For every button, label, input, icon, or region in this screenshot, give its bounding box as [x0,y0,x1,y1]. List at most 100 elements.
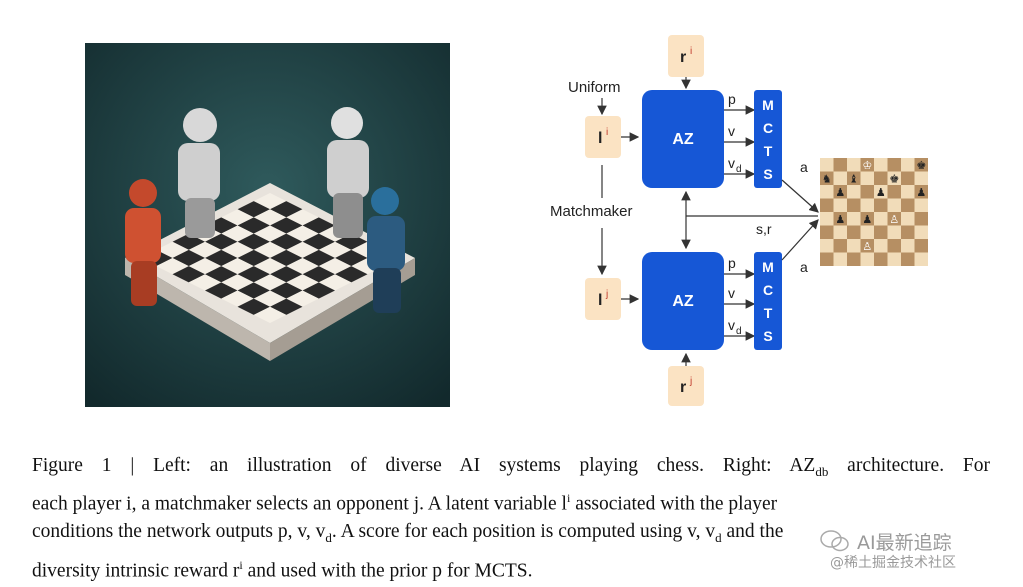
board-square [860,239,874,253]
board-square [914,198,928,212]
board-square [901,171,915,185]
board-square [833,171,847,185]
board-square [833,185,847,199]
board-square [820,171,834,185]
chess-piece: ♟ [835,186,845,199]
svg-text:s,r: s,r [756,221,772,237]
chess-robots-illustration [85,43,450,407]
board-square [820,158,834,172]
board-square [874,212,888,226]
mcts-bottom [754,252,782,350]
board-square [887,158,901,172]
board-square [820,252,834,266]
chess-piece: ♟ [876,186,886,199]
svg-text:T: T [764,143,773,159]
chess-piece: ♔ [862,159,872,172]
svg-text:C: C [763,120,773,136]
svg-text:C: C [763,282,773,298]
board-square [914,171,928,185]
watermark: AI最新追踪 @稀土掘金技术社区 [812,528,1017,580]
chess-piece: ♙ [862,240,872,253]
board-square [874,239,888,253]
svg-text:v: v [728,285,735,301]
robot-left-top [178,108,220,238]
svg-text:a: a [800,159,808,175]
board-square [887,171,901,185]
board-square [914,212,928,226]
board-square [901,158,915,172]
chess-piece: ♚ [916,159,926,172]
watermark-subtitle: @稀土掘金技术社区 [830,555,956,571]
svg-text:l: l [598,292,602,309]
robot-right-blue [367,187,405,313]
svg-text:S: S [763,166,772,182]
board-square [874,225,888,239]
svg-text:AZ: AZ [672,293,694,310]
board-square [860,252,874,266]
robot-right-top [327,107,369,238]
azdb-architecture-diagram: r i Uniform l i AZ p v v d M C T S a ♔♚♞… [550,35,928,406]
board-square [820,212,834,226]
board-square [860,212,874,226]
board-square [901,185,915,199]
board-square [887,185,901,199]
svg-text:d: d [736,326,742,337]
svg-text:p: p [728,91,736,107]
svg-text:d: d [736,164,742,175]
board-square [874,252,888,266]
svg-text:v: v [728,317,735,333]
board-square [820,239,834,253]
mcts-top [754,90,782,188]
board-square [847,198,861,212]
board-square [901,212,915,226]
chess-piece: ♚ [889,173,899,186]
board-square [901,198,915,212]
board-square [914,239,928,253]
board-square [847,252,861,266]
board-square [874,185,888,199]
chess-piece: ♟ [835,213,845,226]
svg-text:j: j [689,376,692,387]
board-square [847,225,861,239]
board-square [847,171,861,185]
board-square [820,185,834,199]
latent-box-i [585,116,621,158]
svg-text:j: j [605,289,608,300]
svg-text:v: v [728,155,735,171]
svg-text:p: p [728,255,736,271]
watermark-title: AI最新追踪 [857,532,952,554]
az-network-top [642,90,724,188]
illustration-board-square [253,306,287,323]
figure-caption: Figure 1 | Left: an illustration of dive… [32,452,990,585]
latent-box-j [585,278,621,320]
board-square [833,239,847,253]
board-square [887,252,901,266]
uniform-label: Uniform [568,79,621,96]
board-square [874,171,888,185]
board-square [860,225,874,239]
reward-top-label: r [680,49,686,66]
board-square [887,212,901,226]
chess-piece: ♝ [849,173,859,186]
board-square [887,239,901,253]
board-square [860,158,874,172]
board-square [847,185,861,199]
board-square [847,239,861,253]
wechat-icon [820,530,849,552]
svg-text:S: S [763,328,772,344]
caption-line-2: each player i, a matchmaker selects an o… [32,491,778,515]
az-network-bottom [642,252,724,350]
board-square [833,225,847,239]
board-square [887,198,901,212]
board-square [847,212,861,226]
board-square [914,252,928,266]
board-square [874,198,888,212]
board-square [860,185,874,199]
caption-line-1: Figure 1 | Left: an illustration of dive… [32,455,990,479]
svg-text:M: M [762,97,774,113]
board-square [820,198,834,212]
svg-text:M: M [762,259,774,275]
caption-line-4: diversity intrinsic reward ri and used w… [32,557,533,582]
board-square [833,198,847,212]
svg-text:AZ: AZ [672,131,694,148]
